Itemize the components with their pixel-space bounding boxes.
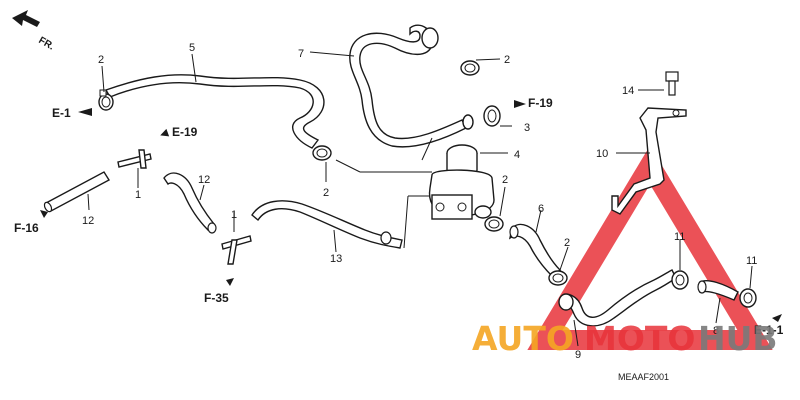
part-label-12: 12	[82, 215, 94, 227]
watermark-part-moto: MOTO	[584, 319, 695, 358]
hose-12-straight	[45, 171, 110, 212]
bolt-14	[665, 71, 679, 96]
watermark-part-hub: HUB	[698, 319, 778, 358]
part-label-7: 7	[298, 48, 304, 60]
part-label-13: 13	[330, 253, 342, 265]
clamp-11b	[739, 288, 757, 308]
joint-1-lower	[221, 235, 252, 265]
part-label-6: 6	[538, 203, 544, 215]
part-label-2: 2	[323, 187, 329, 199]
hose-13	[251, 200, 403, 249]
clamp-2a	[98, 89, 114, 111]
part-label-8: 8	[713, 325, 719, 337]
front-direction-label: FR.	[37, 35, 57, 53]
bracket-10	[611, 107, 687, 215]
air-suction-valve-4	[428, 144, 495, 220]
part-label-4: 4	[514, 149, 520, 161]
joint-1-upper	[117, 149, 152, 169]
part-label-2: 2	[502, 174, 508, 186]
part-label-11: 11	[746, 255, 757, 267]
part-label-2: 2	[564, 237, 570, 249]
clamp-2c	[460, 60, 480, 76]
clamp-2b	[312, 145, 332, 161]
part-label-10: 10	[596, 148, 608, 160]
part-label-14: 14	[622, 85, 634, 97]
hose-8	[699, 280, 739, 301]
reference-f19: F-19	[528, 96, 553, 110]
leader-lines	[87, 51, 753, 347]
watermark-logo: AUTO MOTO HUB	[472, 319, 778, 358]
hose-7-end-top	[421, 27, 439, 49]
part-label-2: 2	[98, 54, 104, 66]
clamp-2e	[548, 270, 568, 286]
front-direction-arrow: FR.	[12, 10, 56, 53]
clamp-3	[483, 105, 501, 127]
part-label-9: 9	[575, 349, 581, 361]
part-label-5: 5	[189, 42, 195, 54]
part-label-1: 1	[231, 209, 237, 221]
hose-7	[349, 24, 467, 148]
hose-5	[104, 74, 325, 149]
part-label-2: 2	[504, 54, 510, 66]
reference-e1: E-1	[52, 106, 71, 120]
watermark-triangle	[527, 145, 773, 350]
clamp-11a	[671, 270, 689, 290]
diagram-code: MEAAF2001	[618, 372, 669, 382]
part-label-1: 1	[135, 189, 141, 201]
clamp-2d	[484, 216, 504, 232]
hose-7-end-right	[462, 114, 474, 130]
reference-e19: E-19	[172, 125, 198, 139]
part-label-11: 11	[674, 231, 685, 243]
watermark-part-auto: AUTO	[472, 319, 574, 358]
part-label-3: 3	[524, 122, 530, 134]
reference-e11: E-1-1	[754, 323, 784, 337]
reference-arrows	[40, 100, 782, 322]
part-label-12: 12	[198, 174, 210, 186]
reference-f16: F-16	[14, 221, 39, 235]
reference-f35: F-35	[204, 291, 229, 305]
